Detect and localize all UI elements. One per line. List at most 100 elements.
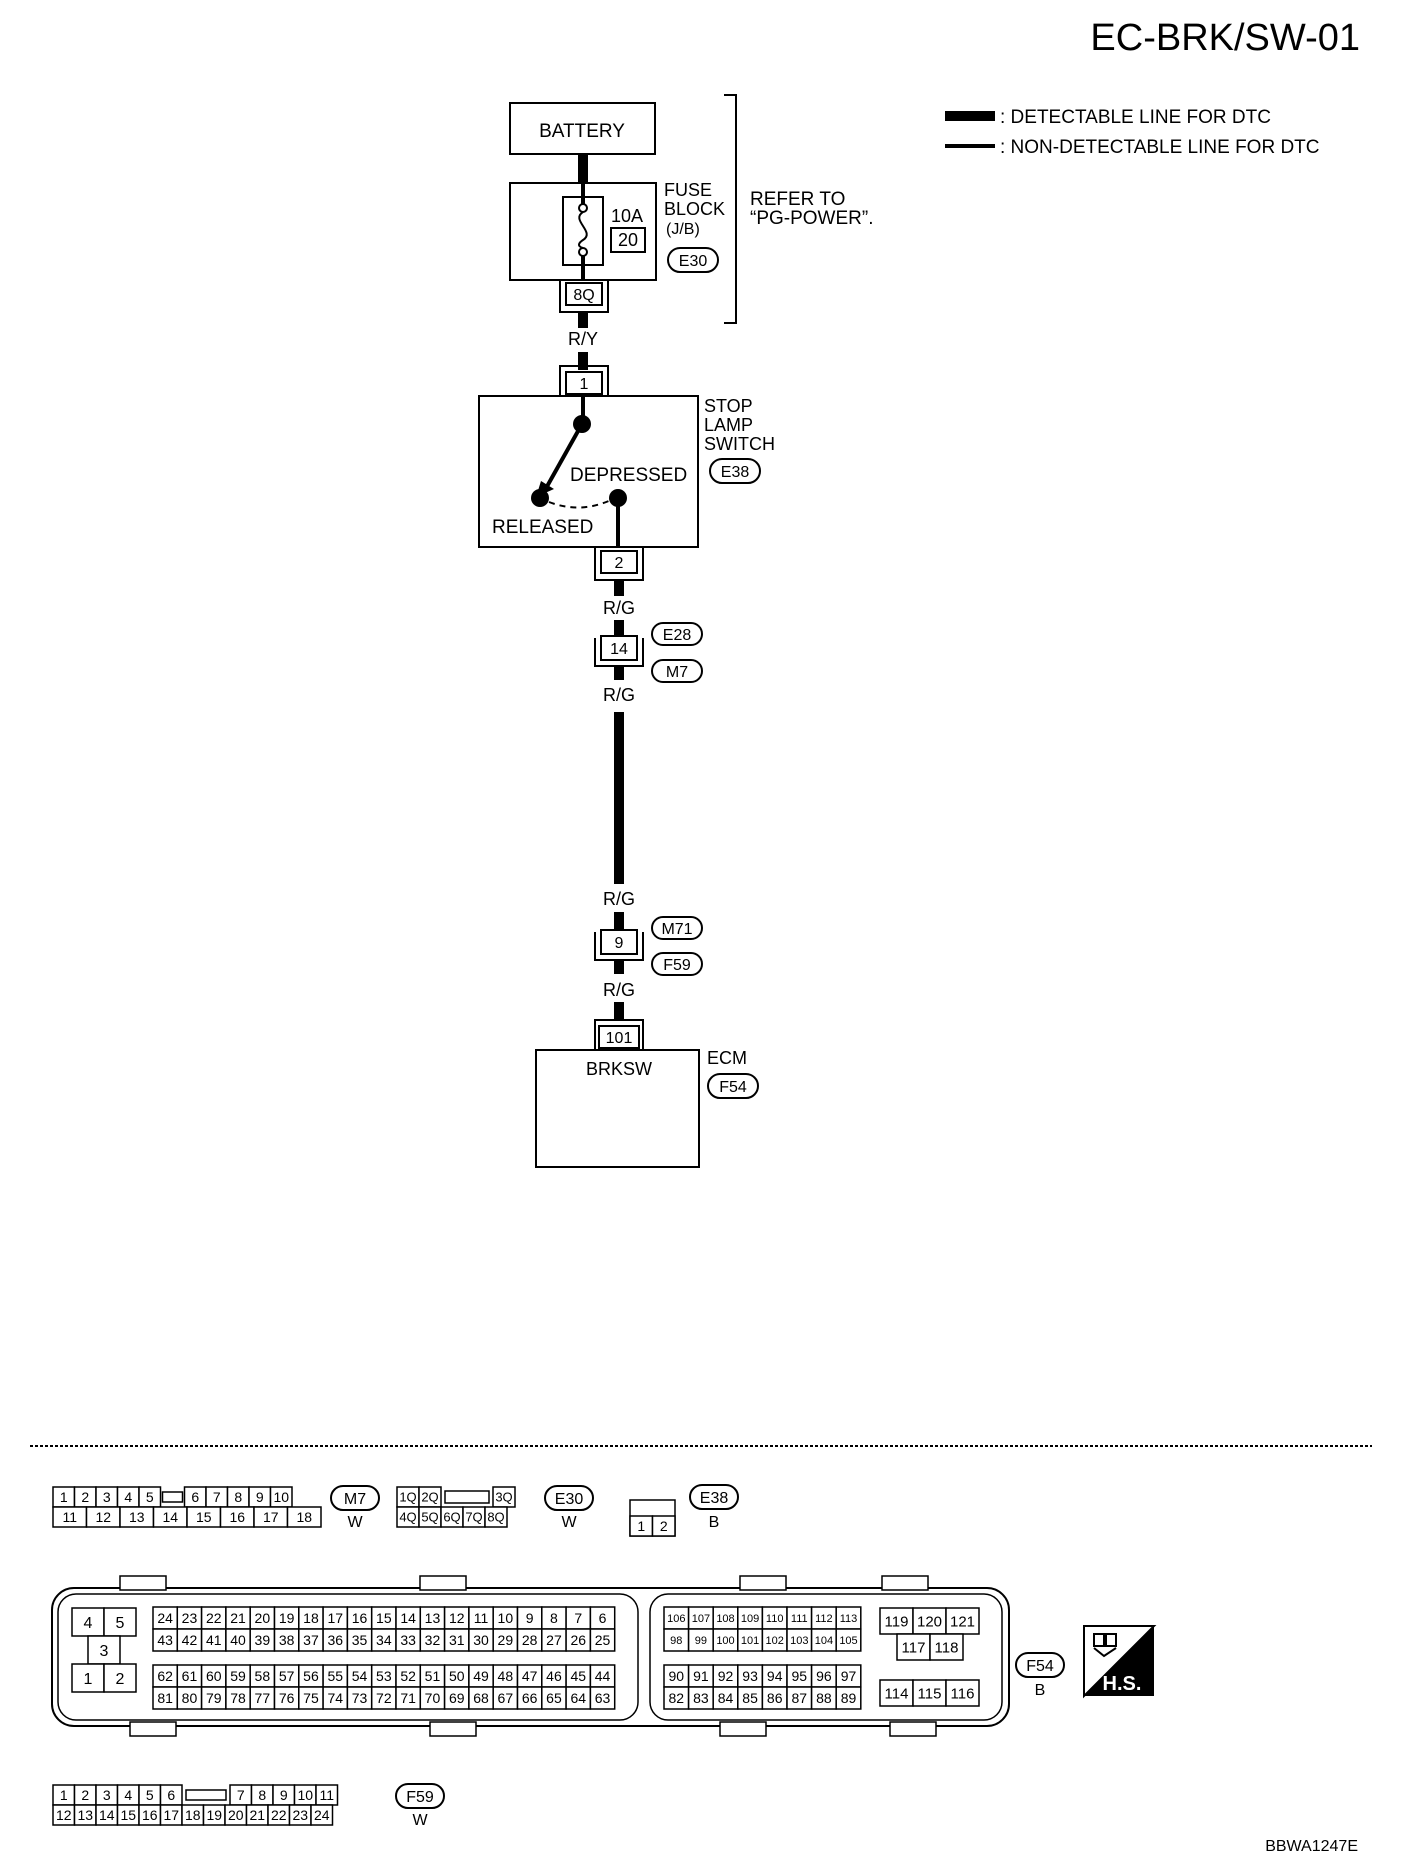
connector-badge-label: F59 [406, 1789, 434, 1806]
pin-label: 33 [400, 1632, 416, 1648]
pin-label: 3 [103, 1787, 111, 1803]
legend-non-detectable-label: : NON-DETECTABLE LINE FOR DTC [1000, 137, 1320, 158]
pin-label: 64 [570, 1690, 586, 1706]
refer-to-line2: “PG-POWER”. [750, 208, 874, 229]
pin-label: 11 [319, 1787, 334, 1803]
latch [161, 1491, 184, 1503]
connector-badge-label: E38 [700, 1490, 729, 1507]
pin-cell [286, 1506, 322, 1528]
pin-cell [929, 1633, 964, 1661]
connector-badge [689, 1484, 739, 1510]
latch [185, 1789, 227, 1801]
pin-label: 12 [95, 1509, 111, 1525]
terminal-2 [600, 550, 638, 574]
pin-label: 69 [449, 1690, 465, 1706]
pin-label: 115 [918, 1685, 942, 1702]
pin-cell [589, 1628, 616, 1652]
pin-label: 77 [255, 1690, 271, 1706]
pin-label: 15 [120, 1807, 136, 1823]
pin-label: 27 [546, 1632, 562, 1648]
fuse-block-name-3: (J/B) [666, 221, 700, 238]
wire-rg-1-label: R/G [603, 598, 635, 618]
pin-label: 117 [902, 1639, 926, 1656]
pin-label: 51 [425, 1668, 441, 1684]
pin-label: 10 [273, 1489, 289, 1505]
pin-label: 14 [400, 1610, 416, 1626]
refer-to-line1: REFER TO [750, 189, 845, 210]
f54-latch [719, 1721, 767, 1737]
pin-label: 82 [669, 1690, 685, 1706]
pin-label: 83 [693, 1690, 709, 1706]
legend: : DETECTABLE LINE FOR DTC : NON-DETECTAB… [945, 107, 1320, 158]
pin-label: 120 [917, 1613, 942, 1630]
ecm-pin-label: BRKSW [586, 1059, 652, 1079]
terminal-8q-label: 8Q [573, 287, 594, 304]
pin-label: 38 [279, 1632, 295, 1648]
pin-label: 21 [249, 1807, 265, 1823]
pin-label: 31 [449, 1632, 465, 1648]
pin-label: 12 [449, 1610, 465, 1626]
pin-label: 6Q [443, 1510, 460, 1525]
joint-9-label: 9 [615, 935, 624, 952]
pin-label: 63 [595, 1690, 611, 1706]
pin-label: 75 [303, 1690, 319, 1706]
connector-badge-label: F54 [1026, 1658, 1054, 1675]
f54-block-right [649, 1593, 1003, 1721]
f54-housing [51, 1587, 1010, 1727]
pin-label: 58 [255, 1668, 271, 1684]
pin-label: 84 [718, 1690, 734, 1706]
wire-ry-label: R/Y [568, 329, 598, 349]
pin-label: 49 [473, 1668, 489, 1684]
pin-label: 94 [767, 1668, 783, 1684]
joint-14-badge-bottom [651, 659, 703, 683]
pin-label: 105 [839, 1635, 857, 1647]
pin-label: 91 [693, 1668, 709, 1684]
pin-label: 30 [473, 1632, 489, 1648]
pin-label: 9 [280, 1787, 288, 1803]
hs-label: H.S. [1103, 1673, 1142, 1695]
connector-color: W [347, 1514, 363, 1531]
switch-name-1: STOP [704, 396, 753, 416]
pin-label: 7 [237, 1787, 245, 1803]
pin-label: 23 [182, 1610, 198, 1626]
legend-non-detectable-swatch [945, 144, 995, 148]
connector-color: W [412, 1812, 428, 1829]
pin-label: 70 [425, 1690, 441, 1706]
f54-latch [119, 1575, 167, 1591]
ecm-name: ECM [707, 1048, 747, 1068]
pin-label: 13 [425, 1610, 441, 1626]
pin-label: 19 [206, 1807, 222, 1823]
pin-label: 11 [474, 1610, 489, 1626]
pin-label: 3 [100, 1643, 109, 1660]
hs-icon: H.S. [1083, 1625, 1157, 1699]
pin-label: 81 [157, 1690, 173, 1706]
pin-label: 121 [950, 1613, 975, 1630]
pin-label: 78 [230, 1690, 246, 1706]
pin-label: 4 [124, 1489, 132, 1505]
pin-label: 110 [766, 1613, 784, 1625]
pin-label: 1 [60, 1787, 68, 1803]
joint-14-conn-bottom: M7 [666, 664, 688, 681]
pin-label: 2Q [421, 1490, 438, 1505]
joint-connector-9: 9 M71 F59 [594, 916, 703, 976]
pin-label: 41 [206, 1632, 222, 1648]
fuse-block-connector-label: E30 [679, 253, 708, 270]
pin-label: 76 [279, 1690, 295, 1706]
pin-label: 1 [637, 1518, 645, 1534]
fuse-block-name-2: BLOCK [664, 199, 725, 219]
pin-label: 7 [213, 1489, 221, 1505]
joint-9-badge-top [651, 916, 703, 940]
pin-label: 10 [297, 1787, 313, 1803]
pin-cell [835, 1686, 862, 1710]
pin-label: 79 [206, 1690, 222, 1706]
pin-label: 108 [716, 1613, 734, 1625]
switch-name-3: SWITCH [704, 434, 775, 454]
connector-badge [544, 1485, 594, 1511]
pin-label: 32 [425, 1632, 441, 1648]
pin-label: 2 [81, 1489, 89, 1505]
pin-label: 19 [279, 1610, 295, 1626]
pin-label: 92 [718, 1668, 734, 1684]
pin-label: 18 [303, 1610, 319, 1626]
connector-color: B [709, 1514, 720, 1531]
pin-label: 17 [263, 1509, 279, 1525]
